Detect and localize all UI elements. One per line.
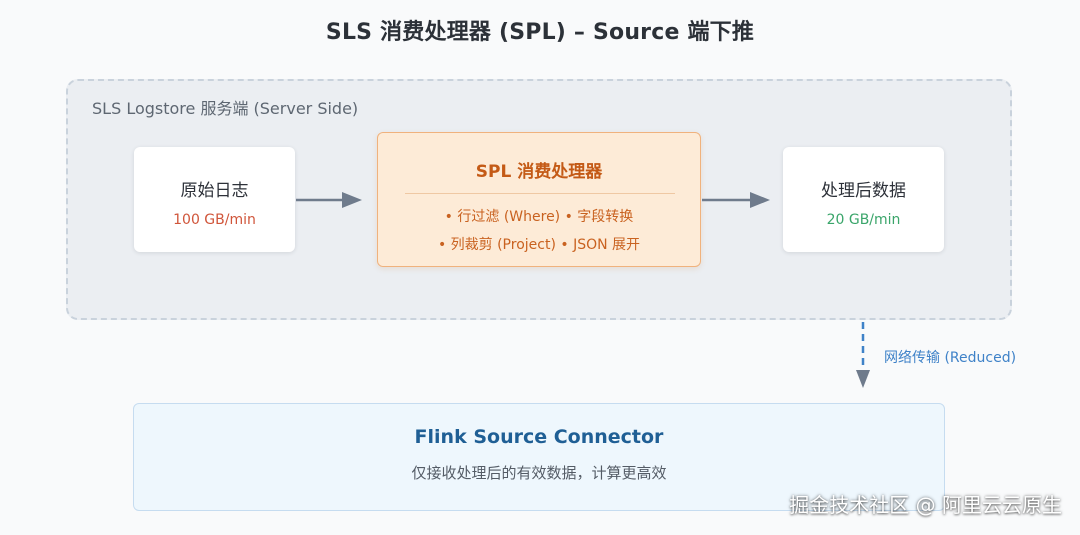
network-transfer-label: 网络传输 (Reduced): [884, 350, 1017, 366]
spl-processor-node: SPL 消费处理器 • 行过滤 (Where) • 字段转换 • 列裁剪 (Pr…: [377, 132, 701, 267]
raw-logs-title: 原始日志: [180, 181, 249, 201]
spl-operations-line-1: • 行过滤 (Where) • 字段转换: [444, 209, 634, 225]
processed-data-rate: 20 GB/min: [826, 212, 901, 228]
processed-data-node: 处理后数据 20 GB/min: [783, 147, 944, 252]
spl-processor-title: SPL 消费处理器: [475, 162, 603, 182]
flink-connector-description: 仅接收处理后的有效数据，计算更高效: [411, 464, 667, 482]
spl-to-processed-arrow: [702, 192, 770, 208]
spl-operations-line-2: • 列裁剪 (Project) • JSON 展开: [437, 237, 641, 253]
server-side-label: SLS Logstore 服务端 (Server Side): [92, 99, 359, 118]
spl-divider: [405, 193, 675, 194]
diagram-title: SLS 消费处理器 (SPL) – Source 端下推: [325, 20, 755, 45]
processed-data-title: 处理后数据: [821, 181, 906, 201]
raw-to-spl-arrow: [296, 192, 362, 208]
network-transfer-arrow: [856, 322, 870, 388]
flink-source-connector-node: Flink Source Connector 仅接收处理后的有效数据，计算更高效: [133, 403, 945, 511]
raw-logs-node: 原始日志 100 GB/min: [134, 147, 295, 252]
watermark: 掘金技术社区 @ 阿里云云原生: [789, 493, 1062, 517]
flink-connector-title: Flink Source Connector: [414, 426, 664, 448]
raw-logs-rate: 100 GB/min: [173, 212, 256, 228]
